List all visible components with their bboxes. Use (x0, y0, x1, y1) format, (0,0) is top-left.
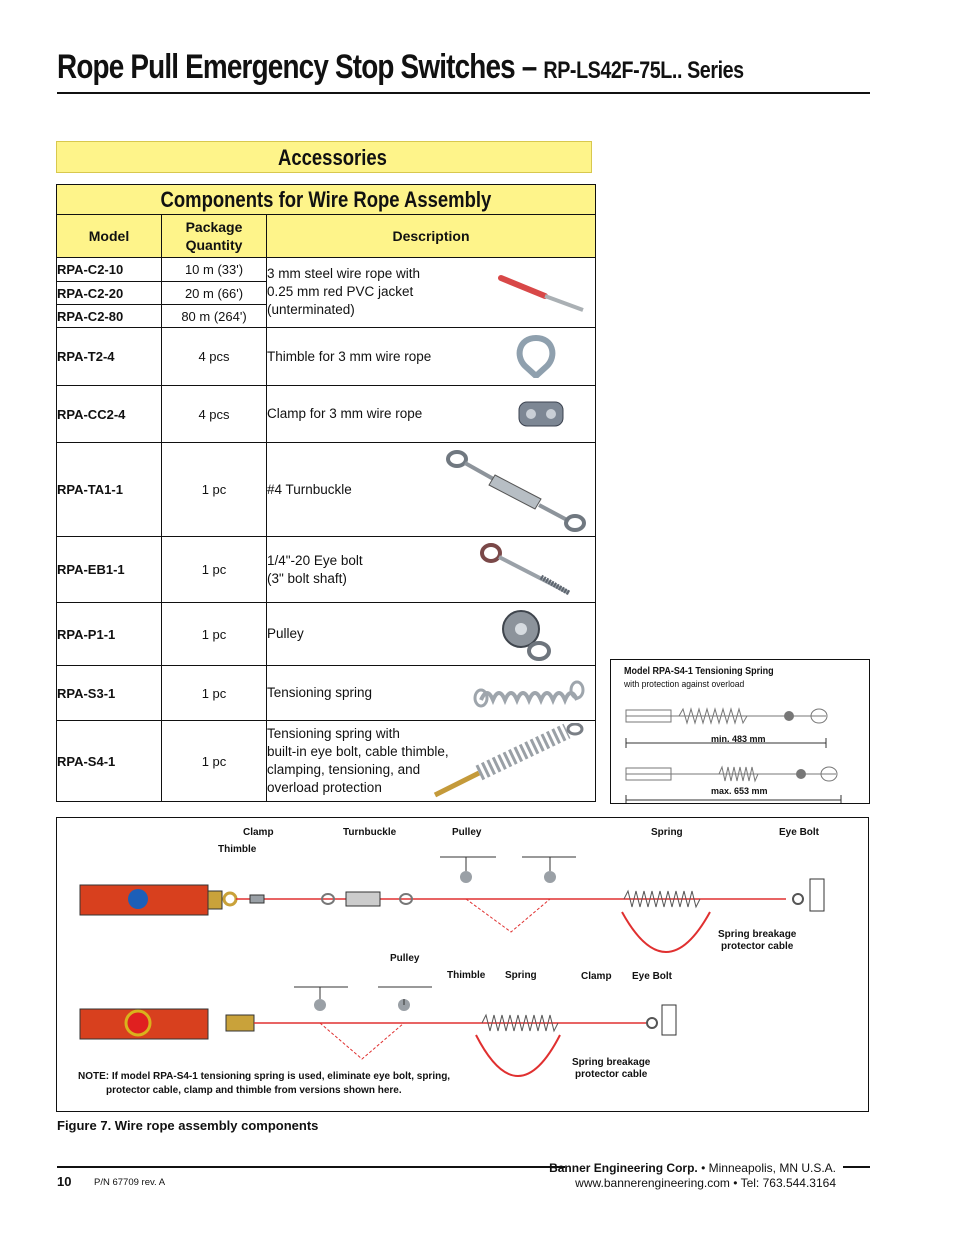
label-eye-bolt-2: Eye Bolt (632, 971, 673, 982)
eye-bolt-photo (480, 543, 571, 596)
label-eye-bolt: Eye Bolt (779, 827, 820, 838)
company-web: www.bannerengineering.com • Tel: 763.544… (575, 1176, 836, 1190)
clamp-photo (518, 401, 564, 427)
label-pulley-2: Pulley (390, 953, 420, 964)
wire-rope-diagram (79, 856, 825, 1077)
spring-dimension-drawing (625, 707, 842, 803)
page-title: Rope Pull Emergency Stop Switches – RP-L… (57, 48, 744, 86)
label-thimble-2: Thimble (447, 970, 486, 981)
label-clamp-2: Clamp (581, 971, 612, 982)
table-title: Components for Wire Rope Assembly (56, 184, 596, 215)
spring-max-length: max. 653 mm (711, 786, 768, 796)
wire-rope-photo (498, 275, 584, 312)
company-info: Banner Engineering Corp. • Minneapolis, … (549, 1161, 836, 1190)
label-turnbuckle: Turnbuckle (343, 827, 397, 838)
footer-rule-left (57, 1166, 565, 1168)
footer-rule-right (843, 1166, 870, 1168)
accessories-heading: Accessories (278, 145, 387, 170)
spring-min-length: min. 483 mm (711, 734, 766, 744)
series-name: RP-LS42F-75L.. Series (543, 57, 744, 84)
figure-caption: Figure 7. Wire rope assembly components (57, 1118, 319, 1133)
label-spring-2: Spring (505, 970, 537, 981)
page-number: 10 (57, 1174, 72, 1189)
pulley-photo (502, 610, 551, 661)
part-number: P/N 67709 rev. A (94, 1177, 166, 1188)
components-table: Components for Wire Rope Assembly Model … (56, 184, 596, 802)
label-pulley: Pulley (452, 827, 482, 838)
col-model: Model (56, 214, 162, 258)
label-thimble: Thimble (218, 844, 257, 855)
thimble-photo (516, 334, 556, 378)
figure-box (56, 817, 869, 1112)
figure-note: NOTE: If model RPA-S4-1 tensioning sprin… (78, 1071, 451, 1096)
spring-assembly-photo (433, 723, 584, 798)
turnbuckle-photo (446, 450, 586, 532)
tension-spring-photo (473, 680, 585, 708)
title-rule (57, 92, 870, 94)
label-spring: Spring (651, 827, 683, 838)
col-description: Description (266, 214, 596, 258)
accessories-bar (56, 141, 592, 173)
spring-detail-subtitle: with protection against overload (624, 679, 745, 690)
label-clamp: Clamp (243, 827, 274, 838)
spring-detail-title: Model RPA-S4-1 Tensioning Spring (624, 666, 774, 677)
spring-detail-box: Model RPA-S4-1 Tensioning Spring with pr… (610, 659, 870, 804)
